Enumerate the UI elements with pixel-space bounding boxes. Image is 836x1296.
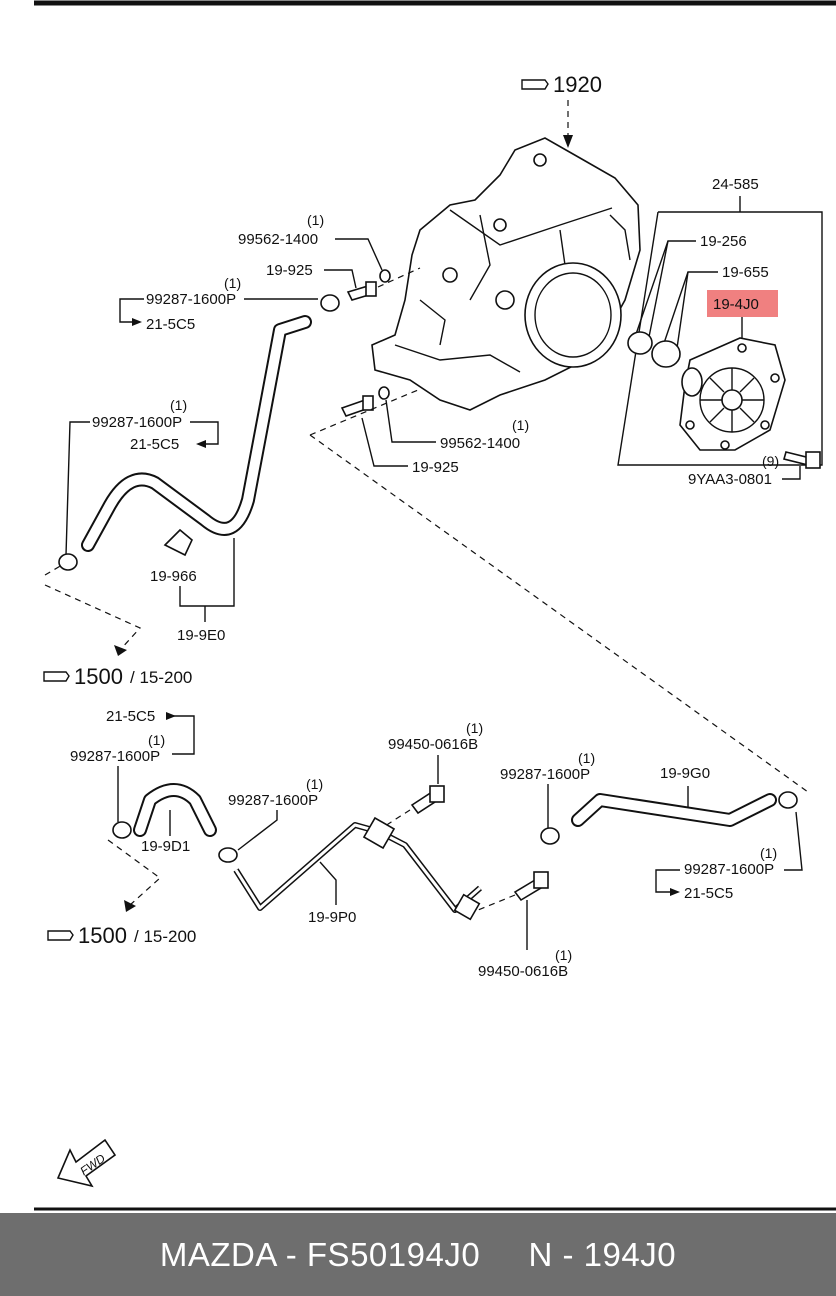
parts-diagram: 1920 24-585 19-256 19-655 19-4J0 xyxy=(34,0,836,1211)
kit-24-585: 24-585 19-256 19-655 19-4J0 (9) 9YAA3-08… xyxy=(617,176,823,488)
fwd-arrow-icon: FWD xyxy=(56,1138,117,1188)
upper-callouts: (1) 99562-1400 19-925 (1) 99287-1600P 21… xyxy=(119,212,421,333)
ref-1500-mid: 1500 xyxy=(74,664,123,689)
guide-line xyxy=(107,839,161,906)
label-19-925-top: 19-925 xyxy=(266,262,313,279)
label-99450-top-qty: (1) xyxy=(466,720,483,736)
pointing-hand-icon xyxy=(43,671,70,682)
label-99287-b: 99287-1600P xyxy=(92,414,182,431)
label-9yaa3-qty: (9) xyxy=(762,453,779,469)
clamp-c xyxy=(112,821,132,839)
label-21-5c5-b: 21-5C5 xyxy=(130,436,179,453)
label-99562-top: 99562-1400 xyxy=(238,231,318,248)
ref-15-200-mid: / 15-200 xyxy=(130,668,192,687)
transmission-case xyxy=(371,137,641,411)
guide-line xyxy=(309,434,809,793)
label-99287-f: 99287-1600P xyxy=(684,861,774,878)
pointing-hand-icon xyxy=(47,930,74,941)
label-99287-c-qty: (1) xyxy=(148,732,165,748)
guide-line xyxy=(309,389,419,436)
ref-15-200-bottom: / 15-200 xyxy=(134,927,196,946)
o-ring-19-655 xyxy=(651,340,681,368)
clip-19-966 xyxy=(163,528,193,557)
clamp-a xyxy=(320,294,340,312)
ref-1500-mid-callout: 1500 / 15-200 xyxy=(43,664,192,689)
label-99287-a: 99287-1600P xyxy=(146,291,236,308)
label-99450-top: 99450-0616B xyxy=(388,736,478,753)
label-19-9d1: 19-9D1 xyxy=(141,838,190,855)
label-99287-a-qty: (1) xyxy=(224,275,241,291)
label-19-9p0: 19-9P0 xyxy=(308,909,356,926)
label-19-966: 19-966 xyxy=(150,568,197,585)
label-19-4j0: 19-4J0 xyxy=(713,296,759,313)
lower-callouts: 21-5C5 (1) 99287-1600P 19-9D1 (1) 99287-… xyxy=(70,708,803,980)
label-99562-mid-qty: (1) xyxy=(512,417,529,433)
label-19-925-mid: 19-925 xyxy=(412,459,459,476)
clamp-b xyxy=(58,553,78,571)
label-99287-b-qty: (1) xyxy=(170,397,187,413)
label-99287-f-qty: (1) xyxy=(760,845,777,861)
diagram-svg: 1920 24-585 19-256 19-655 19-4J0 xyxy=(34,0,836,1211)
label-24-585: 24-585 xyxy=(712,176,759,193)
ref-1500-bottom: 1500 xyxy=(78,923,127,948)
highlight-19-4j0 xyxy=(707,290,778,317)
hose-19-9e0 xyxy=(81,315,312,552)
label-21-5c5-c: 21-5C5 xyxy=(106,708,155,725)
clamp-e xyxy=(540,827,560,845)
label-99450-bot: 99450-0616B xyxy=(478,963,568,980)
pointing-hand-icon xyxy=(521,79,549,90)
label-21-5c5-d: 21-5C5 xyxy=(684,885,733,902)
ref-1920: 1920 xyxy=(553,72,602,97)
ref-1920-callout: 1920 xyxy=(521,72,602,148)
label-19-9g0: 19-9G0 xyxy=(660,765,710,782)
footer-part-number: MAZDA - FS50194J0 N - 194J0 xyxy=(159,1235,677,1273)
guide-line xyxy=(44,584,141,651)
label-99287-c: 99287-1600P xyxy=(70,748,160,765)
clamp-d xyxy=(218,847,238,863)
washer-99562-mid xyxy=(378,386,390,400)
label-19-256: 19-256 xyxy=(700,233,747,250)
label-21-5c5-a: 21-5C5 xyxy=(146,316,195,333)
washer-99562-top xyxy=(379,269,391,283)
guide-line xyxy=(44,564,63,576)
label-19-9e0: 19-9E0 xyxy=(177,627,225,644)
clamp-f xyxy=(778,791,798,809)
left-callouts: (1) 99287-1600P 21-5C5 (1) 99562-1400 19… xyxy=(58,386,529,644)
o-ring-19-256 xyxy=(627,331,653,355)
label-99287-e: 99287-1600P xyxy=(500,766,590,783)
label-19-655: 19-655 xyxy=(722,264,769,281)
label-99287-d: 99287-1600P xyxy=(228,792,318,809)
label-99287-d-qty: (1) xyxy=(306,776,323,792)
label-9yaa3: 9YAA3-0801 xyxy=(688,471,772,488)
oil-pump-cover-19-4j0 xyxy=(679,337,786,451)
label-99562-mid: 99562-1400 xyxy=(440,435,520,452)
footer-bar: MAZDA - FS50194J0 N - 194J0 xyxy=(0,1213,836,1296)
ref-1500-bottom-callout: 1500 / 15-200 xyxy=(47,923,196,948)
label-99450-bot-qty: (1) xyxy=(555,947,572,963)
label-99562-top-qty: (1) xyxy=(307,212,324,228)
label-99287-e-qty: (1) xyxy=(578,750,595,766)
